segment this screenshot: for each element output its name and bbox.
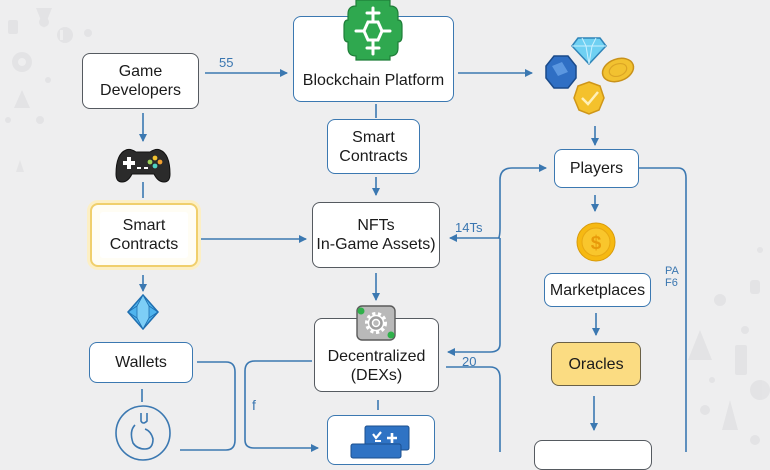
app-window-icon [350, 425, 410, 459]
edge-label-pa: PA [665, 265, 679, 277]
node-smart-contracts-center[interactable]: Smart Contracts [327, 119, 420, 174]
gems-and-coins-icon [545, 37, 635, 115]
diamond-token-icon [126, 293, 160, 331]
arrow-f-loop [244, 360, 319, 452]
node-bottom-right[interactable] [534, 440, 652, 470]
node-players[interactable]: Players [554, 149, 639, 188]
diagram-canvas: Game Developers Blockchain Platform Smar… [5, 0, 770, 470]
dollar-coin-icon: $ [576, 222, 616, 262]
gear-icon [356, 305, 396, 341]
arrow-bracket-to-players [497, 164, 547, 239]
arrow-bracket-to-dex [447, 237, 501, 356]
blockchain-hexagon-icon [343, 0, 403, 61]
line-dex-down-right [446, 366, 501, 452]
node-decentralized-label: Decentralized (DEXs) [327, 348, 426, 384]
edge-label-f: f [252, 397, 256, 413]
line-players-right-loop [622, 167, 687, 452]
edge-label-dev-platform: 55 [219, 55, 234, 70]
node-game-developers[interactable]: Game Developers [82, 53, 199, 109]
connector-layer [139, 69, 687, 452]
node-marketplaces[interactable]: Marketplaces [544, 273, 651, 307]
edge-label-f6: F6 [665, 277, 678, 289]
line-wallets-loop [180, 361, 236, 451]
node-nfts[interactable]: NFTs In-Game Assets) [312, 202, 440, 268]
node-smart-contracts-left[interactable]: Smart Contracts [90, 203, 198, 267]
edge-label-players-nfts: 14Ts [455, 220, 483, 235]
background-pattern [5, 8, 770, 445]
gamepad-icon [115, 148, 171, 183]
node-wallets[interactable]: Wallets [89, 342, 193, 383]
node-oracles[interactable]: Oracles [551, 342, 641, 386]
wallet-ring-icon [115, 405, 171, 461]
node-smart-contracts-left-label: Smart Contracts [99, 212, 189, 258]
svg-text:$: $ [591, 233, 602, 254]
edge-label-players-dex: 20 [462, 354, 477, 369]
node-blockchain-platform-label: Blockchain Platform [302, 72, 445, 89]
